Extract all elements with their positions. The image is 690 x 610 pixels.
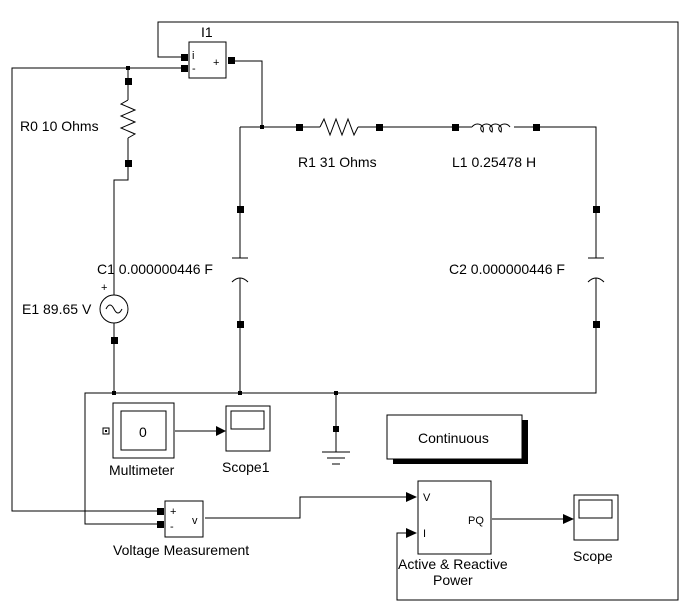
voltage-measurement-plus-port[interactable] <box>157 508 164 515</box>
current-measurement-block[interactable]: I1 i - + <box>181 24 235 79</box>
wire-c2-bottom[interactable] <box>84 325 597 525</box>
power-label-line2: Power <box>433 572 473 588</box>
r0-port-top[interactable] <box>125 78 132 85</box>
junction-r0 <box>126 66 130 70</box>
inductor-l1-symbol <box>471 123 511 133</box>
r0-label: R0 10 Ohms <box>20 118 99 134</box>
junction-top <box>260 125 264 129</box>
voltage-measurement-port-minus: - <box>170 521 174 533</box>
voltage-measurement-block[interactable]: + - v Voltage Measurement <box>113 500 249 558</box>
r0-port-bottom[interactable] <box>125 160 132 167</box>
resistor-r0[interactable]: R0 10 Ohms <box>20 78 137 167</box>
e1-label: E1 89.65 V <box>22 301 92 317</box>
wire-r0-e1[interactable] <box>113 165 129 285</box>
power-block[interactable]: V I PQ Active & Reactive Power <box>398 480 508 588</box>
l1-port-right[interactable] <box>533 124 540 131</box>
power-body[interactable] <box>417 480 492 555</box>
wire-l1-c2[interactable] <box>537 126 597 210</box>
current-measurement-plus-port[interactable] <box>228 57 235 64</box>
scope1-label: Scope1 <box>222 459 270 475</box>
current-measurement-body[interactable] <box>188 41 227 79</box>
multimeter-label: Multimeter <box>109 462 175 478</box>
voltage-measurement-port-v: v <box>192 515 198 527</box>
scope1-block[interactable]: Scope1 <box>222 405 271 475</box>
voltage-measurement-port-plus: + <box>170 506 176 518</box>
scope-label: Scope <box>573 548 613 564</box>
arrow-heads <box>216 426 574 538</box>
multimeter-display <box>120 410 167 451</box>
c1-port-bottom[interactable] <box>237 321 244 328</box>
continuous-body[interactable] <box>386 414 523 460</box>
multimeter-display-value: 0 <box>139 424 147 440</box>
junction-e1-bottom <box>112 391 116 395</box>
sine-wave-icon <box>105 304 123 314</box>
current-measurement-port-plus: + <box>213 57 219 69</box>
ground-block[interactable] <box>322 426 350 465</box>
power-port-pq: PQ <box>468 515 484 527</box>
current-measurement-name: I1 <box>201 24 213 40</box>
c2-label: C2 0.000000446 F <box>449 261 565 277</box>
voltage-measurement-minus-port[interactable] <box>157 521 164 528</box>
c2-port-top[interactable] <box>593 206 600 213</box>
inductor-l1[interactable]: L1 0.25478 H <box>452 123 540 170</box>
l1-label: L1 0.25478 H <box>452 154 536 170</box>
multimeter-block[interactable]: 0 Multimeter <box>102 402 175 478</box>
capacitor-c1[interactable]: C1 0.000000446 F <box>97 206 249 328</box>
arrow-to-power-v <box>406 492 417 502</box>
wire-i1-plus[interactable] <box>233 60 263 127</box>
power-port-i: I <box>423 528 426 540</box>
current-measurement-i-port[interactable] <box>181 54 188 61</box>
resistor-r1[interactable]: R1 31 Ohms <box>296 117 383 170</box>
wire-i1-current-loop[interactable] <box>157 21 679 601</box>
voltage-measurement-body[interactable] <box>164 500 204 538</box>
arrow-to-scope <box>563 514 574 524</box>
c1-port-top[interactable] <box>237 206 244 213</box>
scope1-screen-icon <box>230 410 265 430</box>
power-port-v: V <box>423 492 431 504</box>
junction-c1-bottom <box>238 391 242 395</box>
e1-plus-mark: + <box>101 282 107 294</box>
wire-vm-power[interactable] <box>205 496 408 519</box>
r1-port-left[interactable] <box>296 124 303 131</box>
current-measurement-port-i: i <box>192 50 194 62</box>
junction-ground <box>334 391 338 395</box>
arrow-to-power-i <box>406 528 417 538</box>
voltage-source-e1[interactable]: + E1 89.65 V <box>22 282 129 344</box>
capacitor-c2[interactable]: C2 0.000000446 F <box>449 206 605 328</box>
resistor-r0-symbol <box>119 99 137 139</box>
continuous-label: Continuous <box>418 430 489 446</box>
voltage-measurement-label: Voltage Measurement <box>113 542 249 558</box>
junctions <box>112 66 338 395</box>
scope-block[interactable]: Scope <box>573 494 619 564</box>
arrow-to-scope1 <box>216 426 226 436</box>
current-measurement-minus-port[interactable] <box>181 65 188 72</box>
wires <box>11 21 679 601</box>
r1-port-right[interactable] <box>376 124 383 131</box>
c2-port-bottom[interactable] <box>593 321 600 328</box>
r1-label: R1 31 Ohms <box>298 154 377 170</box>
l1-port-left[interactable] <box>452 124 459 131</box>
continuous-block[interactable]: Continuous <box>386 414 528 464</box>
e1-port-bottom[interactable] <box>111 337 118 344</box>
c1-label: C1 0.000000446 F <box>97 261 213 277</box>
ground-port[interactable] <box>333 426 339 432</box>
scope-screen-icon <box>578 499 613 519</box>
power-label-line1: Active & Reactive <box>398 556 508 572</box>
current-measurement-port-minus: - <box>192 63 196 75</box>
resistor-r1-symbol <box>319 117 359 137</box>
